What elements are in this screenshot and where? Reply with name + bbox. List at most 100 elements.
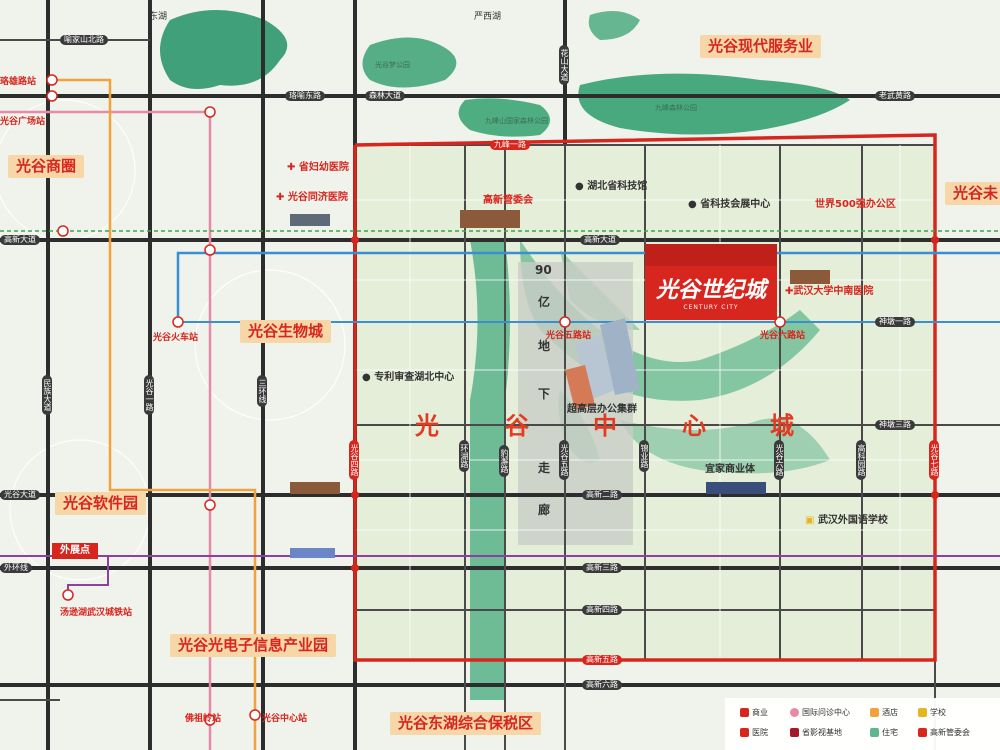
legend-school: 学校 — [918, 708, 946, 717]
road-huanjing: 环湖路 — [459, 440, 469, 472]
road-guanggu7: 光谷七路 — [929, 440, 939, 480]
road-gaoxin5: 高新五路 — [582, 655, 622, 665]
road-shendun1: 神墩一路 — [875, 317, 915, 327]
dot-icon: ● — [688, 199, 697, 210]
road-senlin: 森林大道 — [365, 91, 405, 101]
underground-char-2: 亿 — [538, 295, 551, 309]
legend-hospital: 医院 — [740, 728, 768, 737]
zone-east-lake-bonded[interactable]: 光谷东湖综合保税区 — [390, 712, 542, 735]
green-corridor-1 — [470, 240, 510, 700]
hospital-icon: ✚ — [785, 286, 794, 297]
project-boundary — [353, 133, 937, 662]
road-huashan: 花山大道 — [559, 45, 569, 85]
legend-bg — [725, 698, 1000, 750]
lake-label-2: 九峰森林公园 — [655, 104, 697, 112]
home-icon — [870, 728, 879, 737]
legend-hotel: 酒店 — [870, 708, 898, 717]
road-guanggu5: 光谷五路 — [559, 440, 569, 480]
lake-2 — [458, 98, 550, 137]
project-subtitle: CENTURY CITY — [683, 304, 739, 311]
project-name: 光谷世纪城 — [655, 278, 766, 303]
road-luoyu-e: 珞喻东路 — [285, 91, 325, 101]
poi-women-child-hospital[interactable]: ✚ 省妇幼医院 — [287, 162, 349, 173]
school-icon — [918, 708, 927, 717]
dot-icon: ● — [575, 181, 584, 192]
road-yujiashan-n: 喻家山北路 — [60, 35, 108, 45]
road-guanggu-ave: 光谷大道 — [0, 490, 40, 500]
road-gaoxin3: 高新三路 — [582, 563, 622, 573]
poi-super-tower[interactable]: 超高层办公集群 — [567, 404, 637, 415]
underground-char-6: 廊 — [538, 503, 551, 517]
underground-char-1: 90 — [535, 263, 552, 277]
station-liulu[interactable]: 光谷六路站 — [760, 331, 806, 341]
hospital-icon — [740, 728, 749, 737]
poi-sci-exhibition[interactable]: ● 省科技会展中心 — [688, 199, 771, 210]
central-city-char-1: 光 — [415, 412, 439, 440]
poi-whu-hospital[interactable]: ✚武汉大学中南医院 — [785, 286, 874, 297]
project-brand[interactable]: 光谷世纪城 CENTURY CITY — [645, 244, 777, 320]
hotel-icon — [870, 708, 879, 717]
road-guanggu1: 光谷一路 — [144, 375, 154, 415]
station-wulu[interactable]: 光谷五路站 — [546, 331, 592, 341]
road-guanggu4: 光谷四路 — [349, 440, 359, 480]
lake-4 — [588, 11, 640, 40]
station-zuoling[interactable]: 佛祖岭站 — [185, 714, 222, 724]
road-gaoxin-ave-w: 高新大道 — [0, 235, 40, 245]
road-gaokeyuan: 高科园路 — [856, 440, 866, 480]
road-shendun3: 神墩三路 — [875, 420, 915, 430]
water-label-yanxihu: 严西湖 — [474, 12, 502, 22]
station-guanggu-center[interactable]: 光谷中心站 — [262, 714, 308, 724]
road-jiufeng1: 九峰一路 — [490, 140, 530, 150]
zone-bio-city[interactable]: 光谷生物城 — [240, 320, 332, 343]
lake-label-1: 九峰山国家森林公园 — [485, 117, 548, 125]
road-laowuhuang: 老武黄路 — [875, 91, 915, 101]
admin-building-icon — [918, 728, 927, 737]
legend-cinema: 省影视基地 — [790, 728, 842, 737]
legend-admin: 高新管委会 — [918, 728, 970, 737]
station-luoyu[interactable]: 珞雄路站 — [0, 77, 37, 87]
poi-hubei-sci-museum[interactable]: ● 湖北省科技馆 — [575, 181, 648, 192]
road-waihuan: 外环线 — [0, 563, 32, 573]
central-city-char-2: 谷 — [505, 412, 529, 440]
road-gaoxin2: 高新二路 — [582, 490, 622, 500]
road-guanggu6: 光谷六路 — [774, 440, 784, 480]
road-gaoxin4: 高新四路 — [582, 605, 622, 615]
lake-1 — [362, 37, 457, 88]
zone-software-park[interactable]: 光谷软件园 — [55, 492, 147, 515]
dot-icon: ● — [362, 372, 371, 383]
underground-char-5: 走 — [538, 461, 551, 475]
poi-yijia[interactable]: 宜家商业体 — [705, 464, 755, 475]
hospital-icon: ✚ — [287, 162, 296, 173]
school-icon: ▣ — [805, 515, 815, 526]
legend-shopping: 商业 — [740, 708, 768, 717]
road-jinye: 锦业路 — [639, 440, 649, 472]
zone-future-city[interactable]: 光谷未 — [945, 182, 1000, 205]
poi-tongji-hospital[interactable]: ✚ 光谷同济医院 — [276, 192, 348, 203]
donghu-lake — [160, 10, 288, 89]
central-city-char-3: 中 — [593, 412, 617, 440]
expo-point[interactable]: 外展点 — [52, 543, 98, 559]
shopping-cart-icon — [740, 708, 749, 717]
road-minzu: 民族大道 — [42, 375, 52, 415]
zone-commerce-circle[interactable]: 光谷商圈 — [8, 155, 85, 178]
road-baoxie: 豹澥路 — [499, 445, 509, 477]
poi-f500-office[interactable]: 世界500强办公区 — [815, 199, 896, 210]
underground-char-3: 地 — [538, 339, 551, 353]
station-jiangxia[interactable]: 汤逊湖武汉城铁站 — [60, 608, 133, 618]
station-guanggu-square[interactable]: 光谷广场站 — [0, 117, 46, 127]
central-city-char-5: 城 — [770, 412, 794, 440]
zone-modern-service[interactable]: 光谷现代服务业 — [700, 35, 822, 58]
station-huochezhan[interactable]: 光谷火车站 — [153, 333, 199, 343]
poi-patent-center[interactable]: ● 专利审查湖北中心 — [362, 372, 455, 383]
metro-orange — [52, 78, 257, 750]
lake-3 — [578, 73, 850, 135]
pin-icon — [790, 708, 799, 717]
building-admin — [460, 210, 520, 228]
zone-optoelectronics-park[interactable]: 光谷光电子信息产业园 — [170, 634, 337, 657]
poi-foreign-school[interactable]: ▣ 武汉外国语学校 — [805, 515, 888, 526]
poi-admin-committee[interactable]: 高新管委会 — [483, 195, 533, 206]
water-label-donghu: 东湖 — [149, 12, 168, 22]
road-gaoxin-ave: 高新大道 — [580, 235, 620, 245]
cinema-icon — [790, 728, 799, 737]
